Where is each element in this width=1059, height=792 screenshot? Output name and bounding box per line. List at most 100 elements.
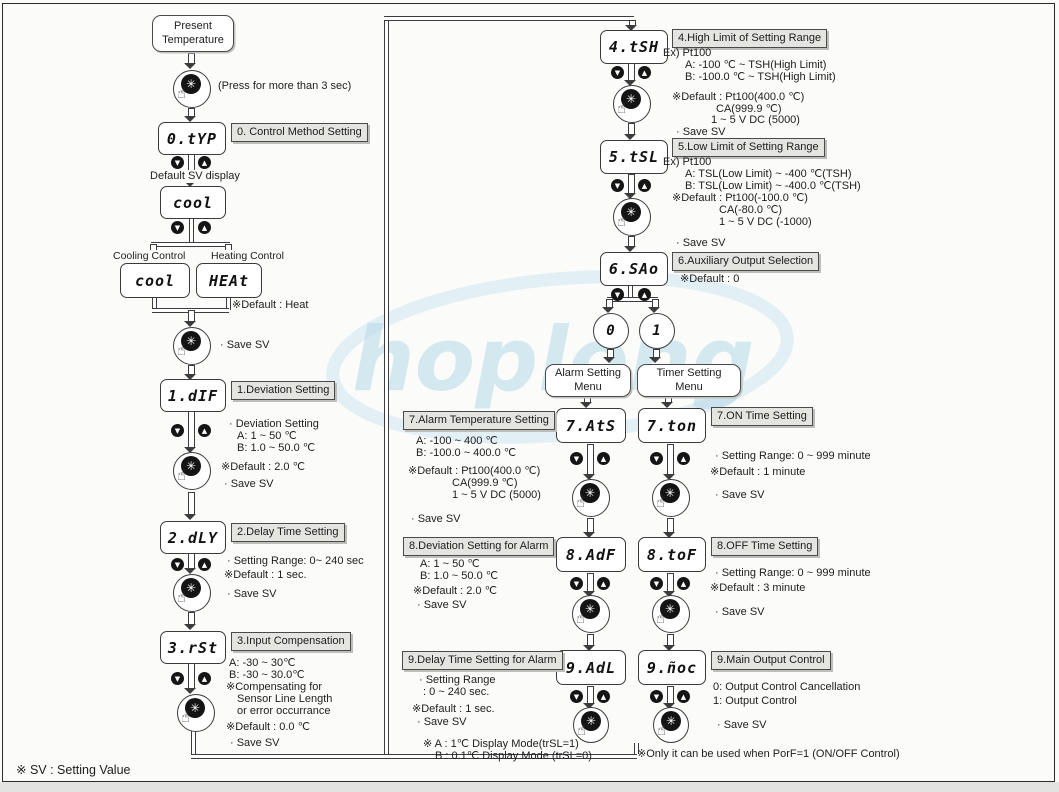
asterisk-icon: ✳ (181, 331, 201, 351)
alarm-menu-line2: Menu (574, 380, 602, 393)
save-note: · Save SV (715, 606, 765, 618)
down-button-icon: ▼ (650, 452, 663, 465)
display-3rst-text: 3.rSt (167, 638, 219, 657)
flow-arrow (603, 349, 616, 363)
display-1dif: 1.dIF (160, 379, 226, 412)
display-9noc-text: 9.ñoc (646, 658, 698, 677)
down-button-icon: ▼ (611, 66, 624, 79)
up-button-icon: ▲ (677, 577, 690, 590)
section-label-3: 3.Input Compensation (231, 632, 351, 651)
section-label-9a: 9.Delay Time Setting for Alarm (402, 651, 563, 670)
press-button-icon: ✳ ☝ (173, 574, 211, 612)
asterisk-icon: ✳ (621, 202, 641, 222)
display-0typ-text: 0.tYP (166, 129, 218, 148)
section-label-8t: 8.OFF Time Setting (711, 537, 819, 556)
down-button-icon: ▼ (611, 179, 624, 192)
section-label-7t: 7.ON Time Setting (711, 407, 813, 426)
range-b: B: -100.0 ℃ ~ TSH(High Limit) (685, 71, 836, 83)
range-a: A: -30 ~ 30℃ (229, 657, 296, 669)
mode-note-a: ※ A : 1℃ Display Mode(trSL=1) (423, 738, 579, 750)
start-line2: Temperature (162, 33, 224, 46)
section-label-0: 0. Control Method Setting (231, 123, 368, 142)
up-button-icon: ▲ (638, 66, 651, 79)
press-button-icon: ✳ ☝ (572, 595, 610, 633)
option-0-node: 0 (593, 313, 629, 349)
flow-arrow (663, 518, 676, 538)
down-button-icon: ▼ (650, 577, 663, 590)
flow-arrow (184, 365, 197, 380)
comp-note-1: ※Compensating for (226, 681, 323, 693)
range-note-2: : 0 ~ 240 sec. (423, 686, 490, 698)
section-label-5: 5.Low Limit of Setting Range (672, 138, 825, 157)
display-4tsh-text: 4.tSH (608, 38, 660, 56)
save-note: · Save SV (220, 339, 270, 351)
display-7ats: 7.AtS (556, 408, 626, 443)
hand-icon: ☝ (177, 466, 187, 484)
asterisk-icon: ✳ (181, 456, 201, 476)
timer-menu-line1: Timer Setting (656, 366, 722, 379)
comp-note-2: Sensor Line Length (237, 693, 333, 705)
press-button-icon: ✳ ☝ (613, 85, 651, 123)
display-8tof-text: 8.toF (646, 545, 698, 564)
display-heat: HEAt (196, 263, 262, 298)
flow-arrow (184, 492, 197, 520)
option-0-text: 0 (606, 323, 616, 339)
hand-icon: ☝ (177, 341, 187, 359)
option-note-0: 0: Output Control Cancellation (713, 681, 861, 693)
default-note-1: ※Default : Pt100(400.0 ℃) (408, 465, 541, 477)
hand-icon: ☝ (177, 84, 187, 102)
section-label-2: 2.Delay Time Setting (231, 523, 345, 542)
save-note: · Save SV (676, 237, 726, 249)
loop-line-vertical (384, 16, 389, 756)
press-button-icon: ✳ ☝ (173, 327, 211, 365)
press-button-icon: ✳ ☝ (652, 595, 690, 633)
asterisk-icon: ✳ (580, 483, 600, 503)
display-heat-text: HEAt (208, 271, 250, 290)
porf-note: ※Only it can be used when PorF=1 (ON/OFF… (637, 748, 900, 760)
up-button-icon: ▲ (597, 452, 610, 465)
flow-arrow (184, 663, 197, 694)
default-note: ※Default : 2.0 ℃ (221, 461, 305, 473)
range-b: B: -100.0 ~ 400.0 ℃ (416, 447, 517, 459)
display-2dly-text: 2.dLY (167, 528, 219, 547)
default-note-1: ※Default : Pt100(-100.0 ℃) (672, 192, 808, 204)
option-1-text: 1 (652, 323, 662, 339)
flow-arrow (184, 612, 197, 630)
range-b: B: -30 ~ 30.0℃ (229, 669, 305, 681)
section-label-6: 6.Auxiliary Output Selection (672, 252, 820, 271)
merge-line (152, 297, 157, 310)
flow-arrow (648, 299, 661, 313)
flow-arrow (583, 518, 596, 538)
asterisk-icon: ✳ (181, 578, 201, 598)
down-button-icon: ▼ (570, 452, 583, 465)
range-a: A: 1 ~ 50 ℃ (237, 430, 297, 442)
display-9adl-text: 9.AdL (565, 658, 617, 677)
default-note-3: 1 ~ 5 V DC (5000) (711, 114, 800, 126)
sv-note: Default SV display (140, 170, 250, 184)
down-button-icon: ▼ (611, 288, 624, 301)
hand-icon: ☝ (617, 212, 627, 230)
display-7ton: 7.ton (638, 408, 706, 443)
section-label-7a: 7.Alarm Temperature Setting (403, 411, 555, 430)
range-note-1: · Setting Range (419, 674, 496, 686)
hand-icon: ☝ (576, 609, 586, 627)
hand-icon: ☝ (656, 609, 666, 627)
press-button-icon: ✳ ☝ (173, 70, 211, 108)
mode-note-b: B : 0.1℃ Display Mode (trSL=0) (435, 750, 592, 762)
down-button-icon: ▼ (171, 672, 184, 685)
display-8tof: 8.toF (638, 537, 706, 572)
press-note: (Press for more than 3 sec) (218, 80, 352, 92)
press-button-icon: ✳ ☝ (572, 479, 610, 517)
loop-line-top (384, 16, 634, 21)
down-button-icon: ▼ (171, 156, 184, 169)
hand-icon: ☝ (576, 493, 586, 511)
branch-left-label: Cooling Control (111, 250, 188, 263)
flow-arrow (583, 444, 596, 480)
alarm-menu-node: Alarm Setting Menu (545, 364, 631, 397)
default-note: ※Default : 1 sec. (412, 703, 495, 715)
start-node: Present Temperature (152, 15, 234, 52)
down-button-icon: ▼ (650, 690, 663, 703)
sv-footnote: ※ SV : Setting Value (16, 763, 131, 777)
section-label-4: 4.High Limit of Setting Range (672, 29, 828, 48)
connector-line (189, 217, 194, 244)
